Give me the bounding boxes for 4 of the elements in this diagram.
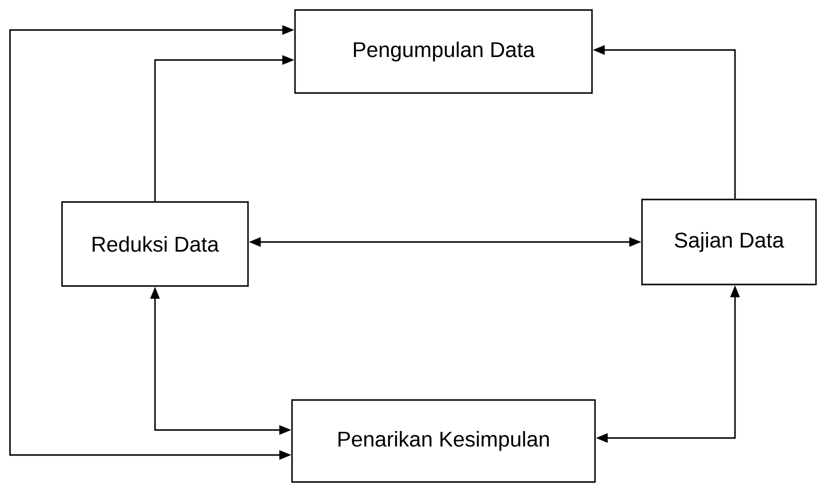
process-box: Reduksi Data bbox=[61, 201, 249, 287]
process-box: Penarikan Kesimpulan bbox=[291, 399, 596, 483]
process-box: Sajian Data bbox=[641, 198, 817, 286]
process-box: Pengumpulan Data bbox=[294, 9, 593, 94]
